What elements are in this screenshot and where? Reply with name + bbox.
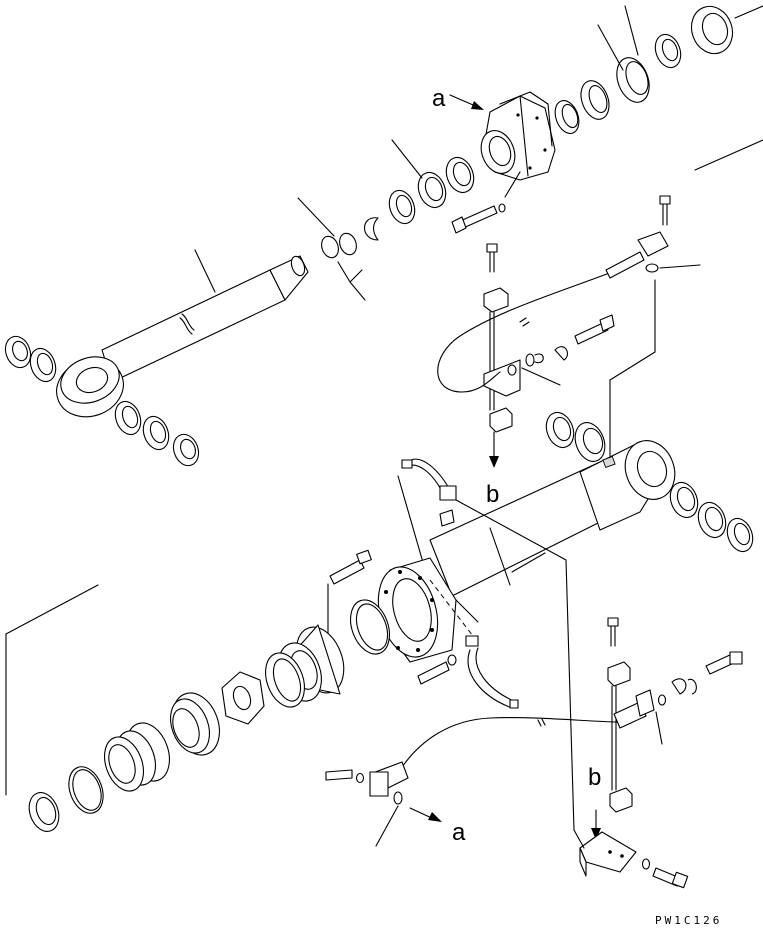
bolt-4 (329, 549, 372, 585)
band-clamp-lower (465, 635, 519, 709)
piping-assembly: b (437, 195, 701, 508)
cushion-disc (170, 692, 220, 756)
o-ring-large (350, 599, 390, 655)
elbow-fitting-lower (613, 689, 655, 729)
snap-ring-1 (363, 217, 379, 241)
cylinder-head (480, 91, 556, 181)
bottom-flange (377, 557, 457, 663)
bolt-7 (607, 617, 619, 647)
clamp-lower (489, 407, 513, 433)
wear-rings (104, 722, 170, 792)
bolt-8 (652, 867, 689, 889)
callout-b-lower: b (588, 764, 601, 791)
hose-bracket-lower (369, 761, 409, 797)
ring-5 (554, 100, 580, 134)
piston-nut (221, 671, 265, 725)
eye-bushing-right (114, 400, 200, 467)
callout-a-lower: a (452, 819, 466, 846)
end-bushing (28, 792, 60, 832)
eye-bushing-left (4, 335, 57, 383)
ring-2 (654, 33, 682, 69)
arrow-icon (409, 807, 442, 822)
bolt-5 (417, 654, 457, 685)
bushing-1 (445, 156, 475, 194)
ring-3 (616, 57, 650, 103)
barrel-bushing-2 (669, 481, 754, 553)
o-ring-small (68, 766, 104, 814)
arrow-icon (489, 456, 499, 468)
seal-ring-1 (321, 232, 357, 259)
bolt-6 (325, 769, 365, 784)
clamp-upper (483, 287, 509, 313)
piston-rod (101, 255, 309, 383)
bolt-head-1 (451, 203, 506, 234)
lower-assembly: a b (5, 411, 754, 889)
ring-4 (580, 80, 610, 120)
barrel-bushing-1 (545, 411, 606, 462)
cylinder-barrel (429, 440, 676, 597)
clamp-lower-right (607, 661, 631, 687)
arrow-icon (449, 94, 484, 110)
callout-b-upper: b (486, 481, 499, 508)
piston-ring (265, 652, 305, 708)
drawing-code: PW1C126 (655, 914, 722, 927)
rod-eye (56, 356, 124, 418)
bolt-2 (486, 243, 498, 273)
pipe-bracket (483, 359, 521, 397)
arrow-icon (591, 828, 601, 840)
clamp-bottom-right (609, 787, 633, 813)
bushing-3 (388, 189, 416, 225)
bolt-3 (659, 195, 671, 226)
mounting-bracket (579, 831, 637, 877)
band-clamp-upper (401, 458, 457, 527)
upper-assembly: a (4, 5, 763, 467)
callout-a-upper: a (432, 85, 446, 112)
end-ring-large (690, 5, 734, 55)
elbow-fitting (605, 231, 669, 279)
bushing-2 (417, 171, 447, 209)
